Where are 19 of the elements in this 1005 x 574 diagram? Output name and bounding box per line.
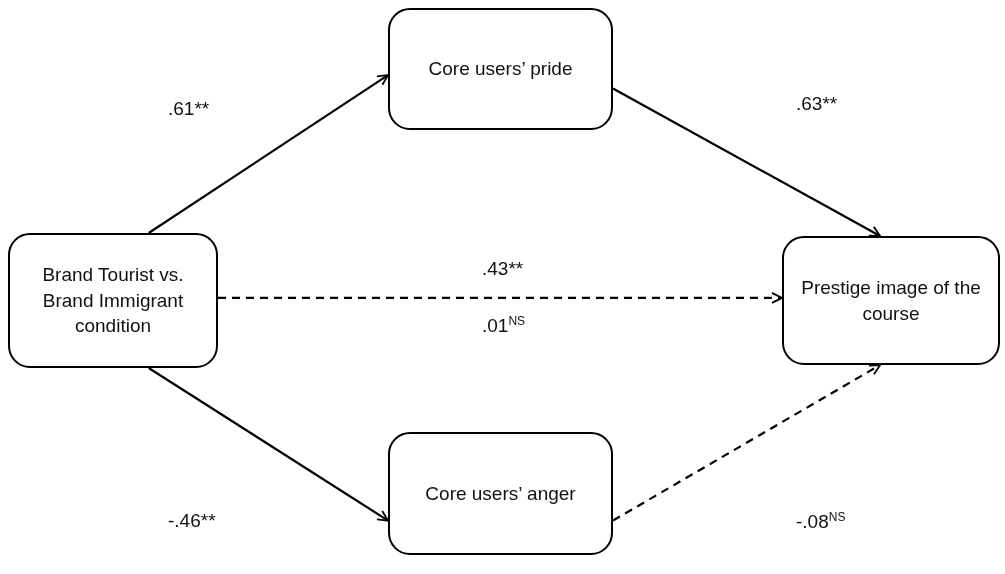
rounded-box xyxy=(388,8,613,130)
node-label: Core users’ pride xyxy=(427,57,574,82)
node-label: Brand Tourist vs. Brand Immigrant condition xyxy=(41,263,185,339)
edge-label: .63** xyxy=(796,93,838,115)
node-label: Core users’ anger xyxy=(424,481,577,506)
arrow xyxy=(148,367,389,522)
edge-label: .61** xyxy=(168,98,210,120)
rounded-box xyxy=(388,432,613,555)
rounded-box xyxy=(8,233,218,368)
edge-label: -.46** xyxy=(168,510,216,532)
arrow xyxy=(612,87,881,237)
edge-label: .43** xyxy=(482,258,524,280)
arrow xyxy=(148,74,389,234)
arrow xyxy=(218,292,783,304)
rounded-box xyxy=(782,236,1000,365)
edge-label: -.08$^{NS}$ xyxy=(796,510,846,534)
node-label: Prestige image of the course xyxy=(800,275,982,326)
arrow xyxy=(612,364,881,522)
coefficient-label: .01$^{NS}$ xyxy=(482,314,526,338)
